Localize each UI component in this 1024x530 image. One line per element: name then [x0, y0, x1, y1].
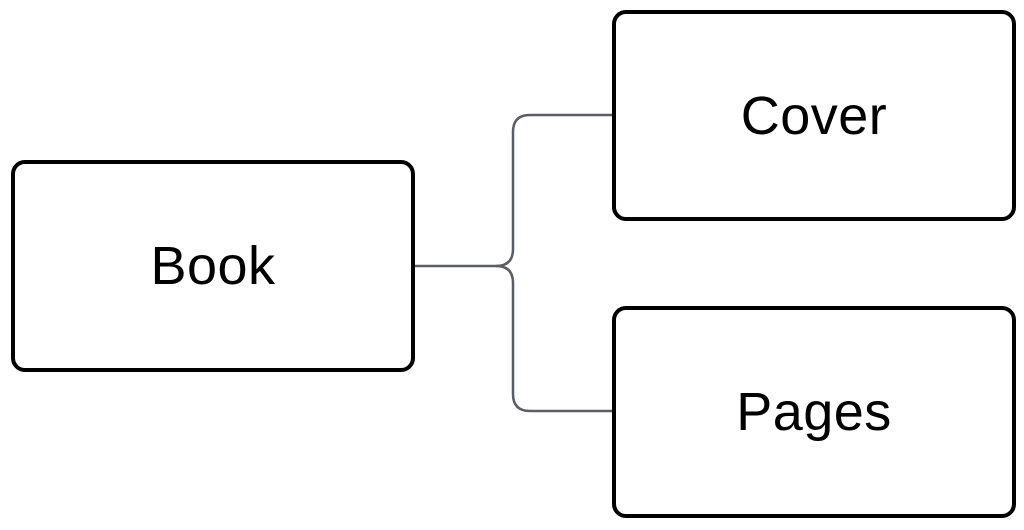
- node-pages[interactable]: Pages: [612, 306, 1016, 518]
- node-book[interactable]: Book: [11, 160, 415, 372]
- node-book-label: Book: [150, 236, 276, 296]
- connector-book-to-pages: [495, 264, 612, 413]
- connector-book-to-cover: [415, 113, 612, 268]
- node-cover-label: Cover: [740, 85, 888, 146]
- node-cover[interactable]: Cover: [612, 10, 1016, 221]
- node-pages-label: Pages: [736, 382, 892, 442]
